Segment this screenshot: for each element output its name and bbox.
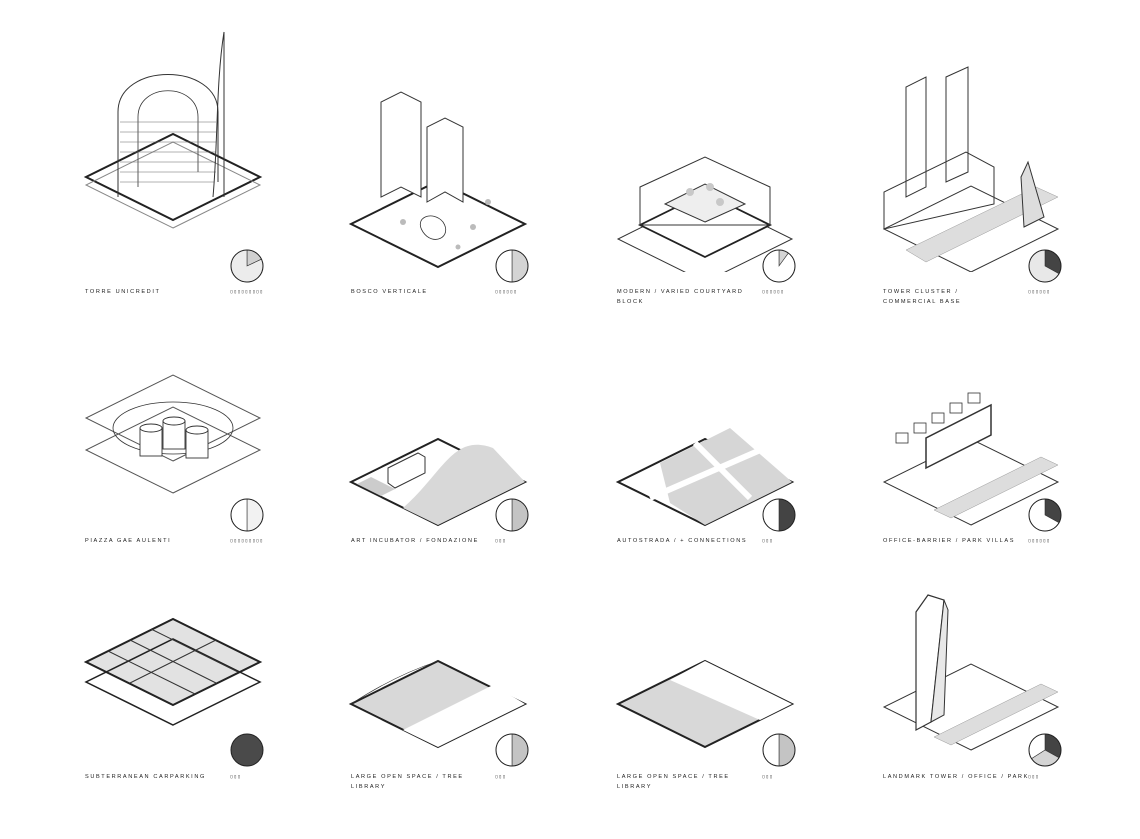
- diagram-label: TORRE UNICREDIT: [85, 289, 161, 295]
- pie-outline: [762, 733, 796, 767]
- diagram-label: LARGE OPEN SPACE / TREE LIBRARY: [617, 774, 730, 790]
- pie-chart-icon: [230, 249, 264, 283]
- cell-tower-cluster: [876, 22, 1116, 272]
- pie-outline: [1028, 249, 1062, 283]
- axo-art-incubator: [348, 437, 528, 527]
- pie-outline: [495, 733, 529, 767]
- pie-slice: [778, 733, 796, 767]
- pie-slice: [495, 733, 513, 767]
- diagram-label: ART INCUBATOR / FONDAZIONE: [351, 538, 479, 544]
- pie-chart-icon: [495, 733, 529, 767]
- cell-art-incubator: [343, 283, 583, 533]
- axo-landmark-tower: [882, 594, 1060, 751]
- diagram-label: MODERN / VARIED COURTYARD BLOCK: [617, 289, 744, 305]
- pie-slice: [778, 498, 796, 532]
- pie-chart-icon: [762, 249, 796, 283]
- diagram-code: ▯▯▯: [762, 774, 774, 780]
- diagram-code: ▯▯▯▯▯▯▯▯▯: [230, 538, 264, 544]
- pie-slice: [495, 249, 513, 283]
- pie-slice: [762, 733, 780, 767]
- axo-autostrada: [615, 428, 795, 527]
- pie-slice: [495, 498, 513, 532]
- pie-chart-icon: [1028, 249, 1062, 283]
- diagram-code: ▯▯▯▯▯▯▯▯▯: [230, 289, 264, 295]
- diagram-code: ▯▯▯▯▯▯: [1028, 289, 1051, 295]
- diagram-label: LANDMARK TOWER / OFFICE / PARK: [883, 774, 1029, 780]
- diagram-code: ▯▯▯: [495, 538, 507, 544]
- diagram-label: OFFICE-BARRIER / PARK VILLAS: [883, 538, 1016, 544]
- diagram-code: ▯▯▯: [495, 774, 507, 780]
- pie-outline: [230, 498, 264, 532]
- diagram-label: PIAZZA GAE AULENTI: [85, 538, 172, 544]
- axo-tower-cluster: [882, 66, 1060, 272]
- pie-slice: [246, 498, 264, 532]
- axo-torre-unicredit: [83, 31, 263, 229]
- cell-office-barrier: [876, 283, 1116, 533]
- pie-chart-icon: [1028, 498, 1062, 532]
- pie-slice: [231, 734, 263, 766]
- cell-torre-unicredit: [78, 22, 318, 272]
- axo-carparking: [83, 617, 263, 726]
- pie-chart-icon: [762, 733, 796, 767]
- pie-chart-icon: [495, 498, 529, 532]
- pie-chart-icon: [230, 498, 264, 532]
- diagram-label: BOSCO VERTICALE: [351, 289, 428, 295]
- axo-bosco-verticale: [348, 91, 528, 269]
- pie-chart-icon: [1028, 733, 1062, 767]
- cell-piazza: [78, 283, 318, 533]
- pie-outline: [230, 733, 264, 767]
- diagram-label: SUBTERRANEAN CARPARKING: [85, 774, 206, 780]
- cell-autostrada: [610, 283, 850, 533]
- diagram-label: TOWER CLUSTER / COMMERCIAL BASE: [883, 289, 962, 305]
- pie-slice: [230, 498, 248, 532]
- cell-landmark-tower: [876, 520, 1116, 770]
- diagram-code: ▯▯▯: [762, 538, 774, 544]
- pie-slice: [511, 249, 529, 283]
- cell-carparking: [78, 520, 318, 770]
- axo-open-space-2: [615, 659, 795, 749]
- pie-outline: [495, 498, 529, 532]
- diagram-code: ▯▯▯▯▯▯: [1028, 538, 1051, 544]
- cell-courtyard-block: [610, 22, 850, 272]
- pie-outline: [495, 249, 529, 283]
- axo-piazza: [84, 374, 262, 494]
- diagram-code: ▯▯▯: [1028, 774, 1040, 780]
- pie-outline: [1028, 733, 1062, 767]
- pie-chart-icon: [495, 249, 529, 283]
- pie-outline: [762, 249, 796, 283]
- cell-open-space-1: [343, 520, 583, 770]
- axo-office-barrier: [882, 392, 1060, 526]
- diagram-code: ▯▯▯▯▯▯: [495, 289, 518, 295]
- diagram-label: AUTOSTRADA / + CONNECTIONS: [617, 538, 748, 544]
- diagram-code: ▯▯▯▯▯▯: [762, 289, 785, 295]
- pie-slice: [762, 498, 780, 532]
- pie-slice: [511, 498, 529, 532]
- pie-outline: [762, 498, 796, 532]
- diagram-label: LARGE OPEN SPACE / TREE LIBRARY: [351, 774, 464, 790]
- diagram-code: ▯▯▯: [230, 774, 242, 780]
- pie-chart-icon: [762, 498, 796, 532]
- pie-outline: [230, 249, 264, 283]
- cell-bosco-verticale: [343, 22, 583, 272]
- pie-slice: [511, 733, 529, 767]
- cell-open-space-2: [610, 520, 850, 770]
- pie-chart-icon: [230, 733, 264, 767]
- axo-open-space-1: [348, 659, 528, 749]
- pie-outline: [1028, 498, 1062, 532]
- axo-courtyard-block: [616, 156, 794, 272]
